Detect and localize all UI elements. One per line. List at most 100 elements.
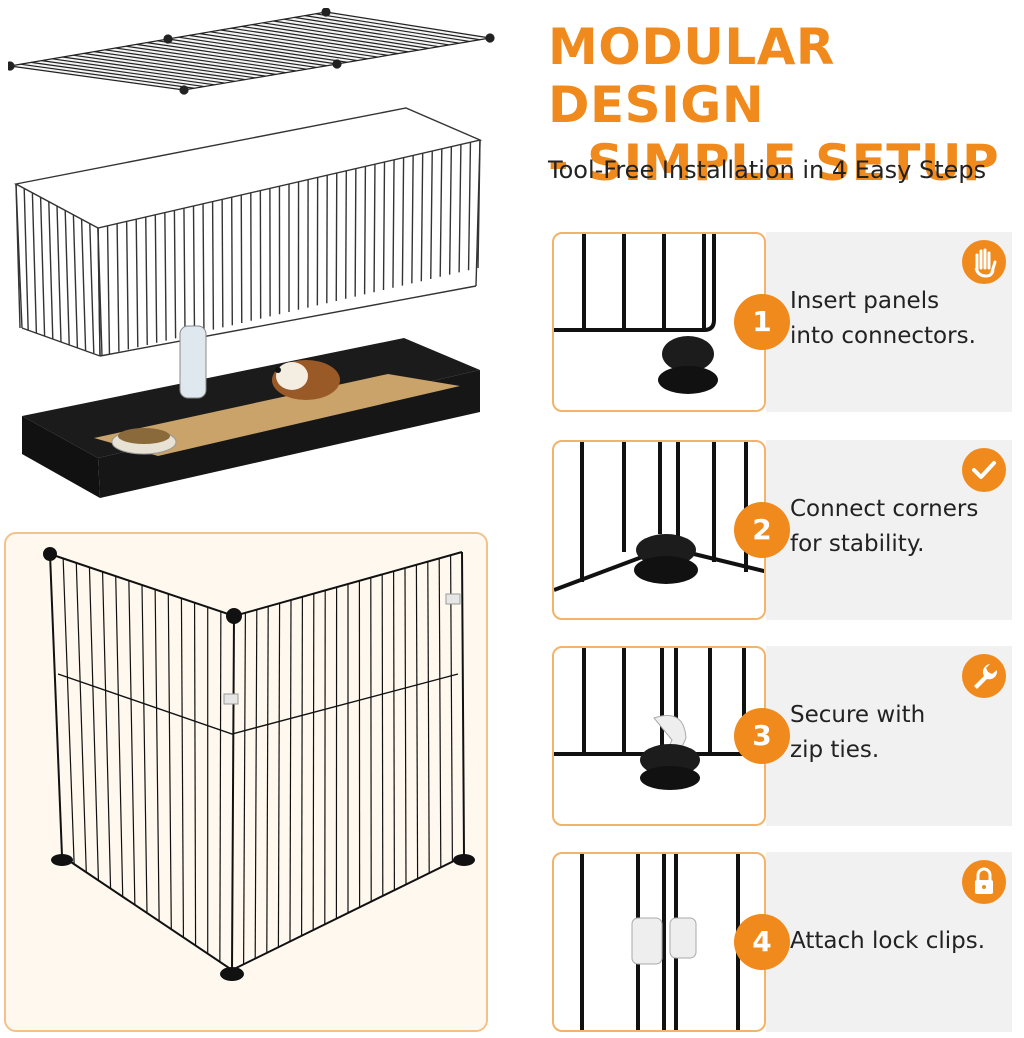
- step-3-text: Secure with zip ties.: [790, 698, 1002, 768]
- wire-bar: [89, 223, 95, 354]
- step-2: 2 Connect corners for stability.: [552, 440, 1012, 620]
- step-3-number: 3: [734, 708, 790, 764]
- wire-bar: [154, 589, 160, 922]
- wire-bar: [221, 199, 224, 328]
- wire-bar: [199, 33, 368, 60]
- wire-bar: [183, 208, 186, 337]
- wire-bar: [393, 571, 395, 891]
- connector-top-left: [43, 547, 57, 561]
- wire-bar: [128, 580, 136, 905]
- wire-bar: [20, 63, 195, 89]
- headline-line-1: MODULAR DESIGN: [548, 18, 835, 134]
- headline-line-2: - SIMPLE SETUP: [548, 134, 1000, 192]
- wire-bar: [72, 214, 79, 348]
- hand-icon: [962, 240, 1006, 284]
- wire-bar: [315, 13, 480, 41]
- wire-bar: [373, 164, 376, 293]
- wire-bar: [345, 170, 347, 299]
- wire-bar: [23, 188, 29, 331]
- wire-bar: [401, 157, 405, 286]
- step-2-line-2: for stability.: [790, 531, 925, 557]
- wire-bar: [411, 155, 414, 284]
- wire-bar: [304, 15, 470, 43]
- wire-bar: [73, 54, 246, 81]
- wire-bar: [273, 20, 440, 48]
- base-tray: [22, 325, 480, 498]
- wire-bar: [335, 172, 338, 302]
- wire-bar: [88, 567, 100, 881]
- wire-bar: [467, 142, 472, 271]
- wire-bar: [277, 603, 281, 948]
- wire-bar: [392, 159, 395, 288]
- step-1-panel: 1 Insert panels into connectors.: [734, 232, 1012, 412]
- wire-bar: [231, 197, 233, 326]
- wire-bar: [167, 38, 338, 65]
- wire-bar: [438, 558, 442, 868]
- wire-bar: [240, 194, 243, 324]
- lock-icon: [962, 860, 1006, 904]
- wire-bar: [382, 161, 386, 291]
- wire-bar: [252, 24, 419, 51]
- wire-bar: [64, 210, 70, 345]
- wire-bar: [193, 602, 197, 946]
- lock-clip: [445, 593, 461, 605]
- wire-bar: [354, 168, 357, 297]
- wire-bar: [48, 201, 54, 340]
- wire-bar: [283, 18, 450, 46]
- step-3: 3 Secure with zip ties.: [552, 646, 1012, 826]
- step-4-panel: 4 Attach lock clips.: [734, 852, 1012, 1032]
- step-3-line-1: Secure with: [790, 702, 926, 728]
- wire-bar: [420, 153, 424, 282]
- wire-bar: [439, 148, 443, 277]
- step-3-line-2: zip ties.: [790, 737, 880, 763]
- wire-bar: [115, 47, 287, 74]
- wire-bar: [415, 564, 419, 879]
- wire-bar: [173, 210, 177, 339]
- wire-bar: [430, 150, 433, 280]
- step-4: 4 Attach lock clips.: [552, 852, 1012, 1032]
- wire-bar: [101, 571, 112, 889]
- exploded-cage-illustration: [8, 8, 495, 498]
- step-4-text: Attach lock clips.: [790, 924, 1002, 959]
- step-1-line-2: into connectors.: [790, 323, 976, 349]
- wire-bar: [202, 203, 205, 332]
- wire-bar: [115, 576, 124, 897]
- wire-bar: [136, 43, 307, 70]
- lock-clip: [223, 693, 239, 705]
- wire-bar: [262, 22, 429, 49]
- wire-bar: [41, 60, 215, 86]
- wire-bar: [116, 223, 120, 352]
- wire-bar: [167, 593, 172, 930]
- zip-tie-image: [554, 648, 764, 790]
- wire-bar: [231, 27, 399, 55]
- wire-bar: [219, 611, 222, 962]
- wire-bar: [266, 606, 269, 953]
- wire-bar: [125, 45, 297, 72]
- step-2-line-1: Connect corners: [790, 496, 979, 522]
- step-1-line-1: Insert panels: [790, 288, 940, 314]
- wire-bar: [210, 31, 378, 58]
- step-1-text: Insert panels into connectors.: [790, 284, 1002, 354]
- wire-bar: [80, 219, 87, 351]
- wire-bar: [31, 192, 38, 334]
- wire-bar: [211, 201, 215, 330]
- connector-insert-image: [554, 234, 718, 394]
- wire-bar: [241, 25, 409, 53]
- connector-bottom-right: [453, 854, 475, 866]
- step-3-photo: [552, 646, 766, 826]
- connector-bottom-corner: [220, 967, 244, 981]
- wire-bar: [94, 51, 266, 77]
- wire-bar: [289, 599, 292, 942]
- wire-bar: [97, 227, 103, 357]
- wire-bar: [178, 36, 348, 63]
- step-1: 1 Insert panels into connectors.: [552, 232, 1012, 412]
- wire-bar: [180, 598, 185, 938]
- wire-bar: [254, 609, 258, 959]
- wire-bar: [477, 139, 481, 269]
- wire-bar: [154, 214, 158, 343]
- wire-bar: [141, 584, 148, 914]
- wire-bar: [363, 166, 367, 295]
- wire-bar: [458, 144, 462, 273]
- step-4-line-1: Attach lock clips.: [790, 928, 986, 954]
- lock-clip-image: [580, 854, 740, 1030]
